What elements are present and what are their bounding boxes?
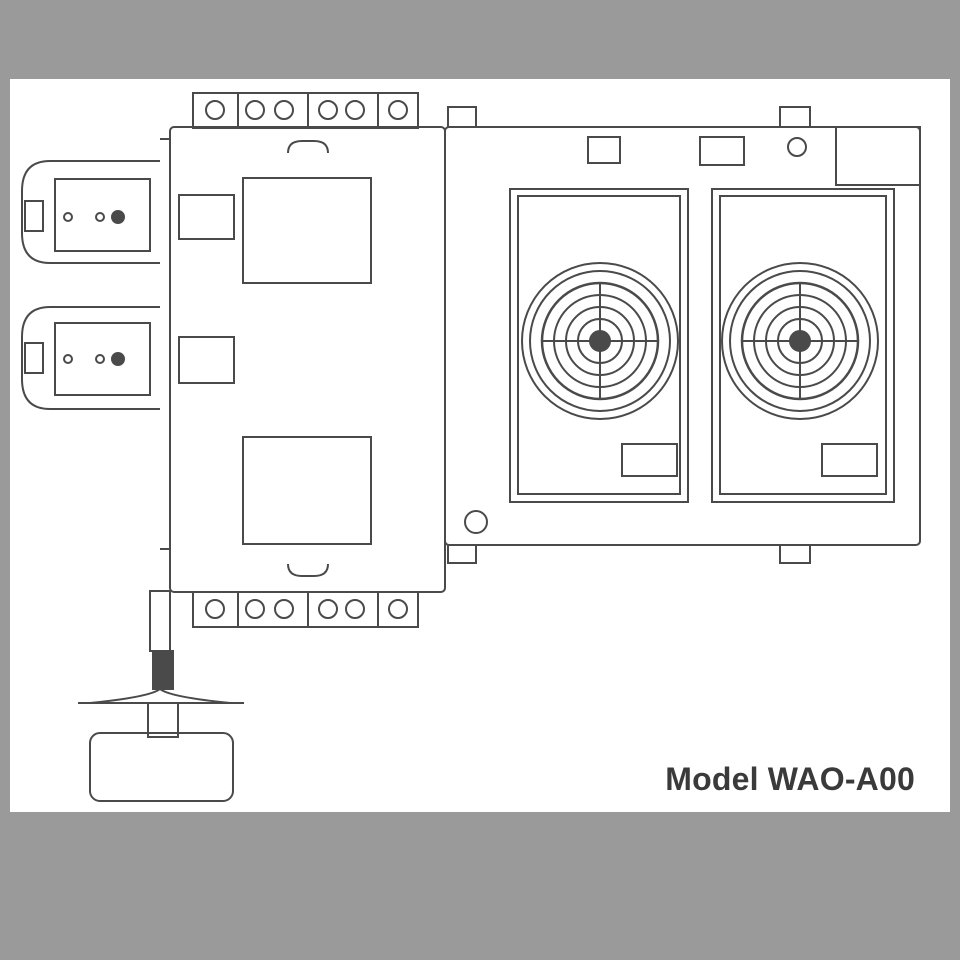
battery-plate-bottom <box>21 306 160 410</box>
drawing-frame: Model WAO-A00 <box>10 79 950 812</box>
fan-enclosure <box>444 106 921 564</box>
technical-drawing <box>21 92 921 802</box>
support-arm <box>78 590 244 802</box>
battery-plate-top <box>21 160 160 264</box>
main-enclosure <box>160 126 446 593</box>
terminal-strip-top <box>192 92 419 129</box>
fan-housing-left <box>509 188 689 503</box>
model-label: Model WAO-A00 <box>665 761 915 797</box>
fan-housing-right <box>711 188 895 503</box>
terminal-strip-bottom <box>192 591 419 628</box>
